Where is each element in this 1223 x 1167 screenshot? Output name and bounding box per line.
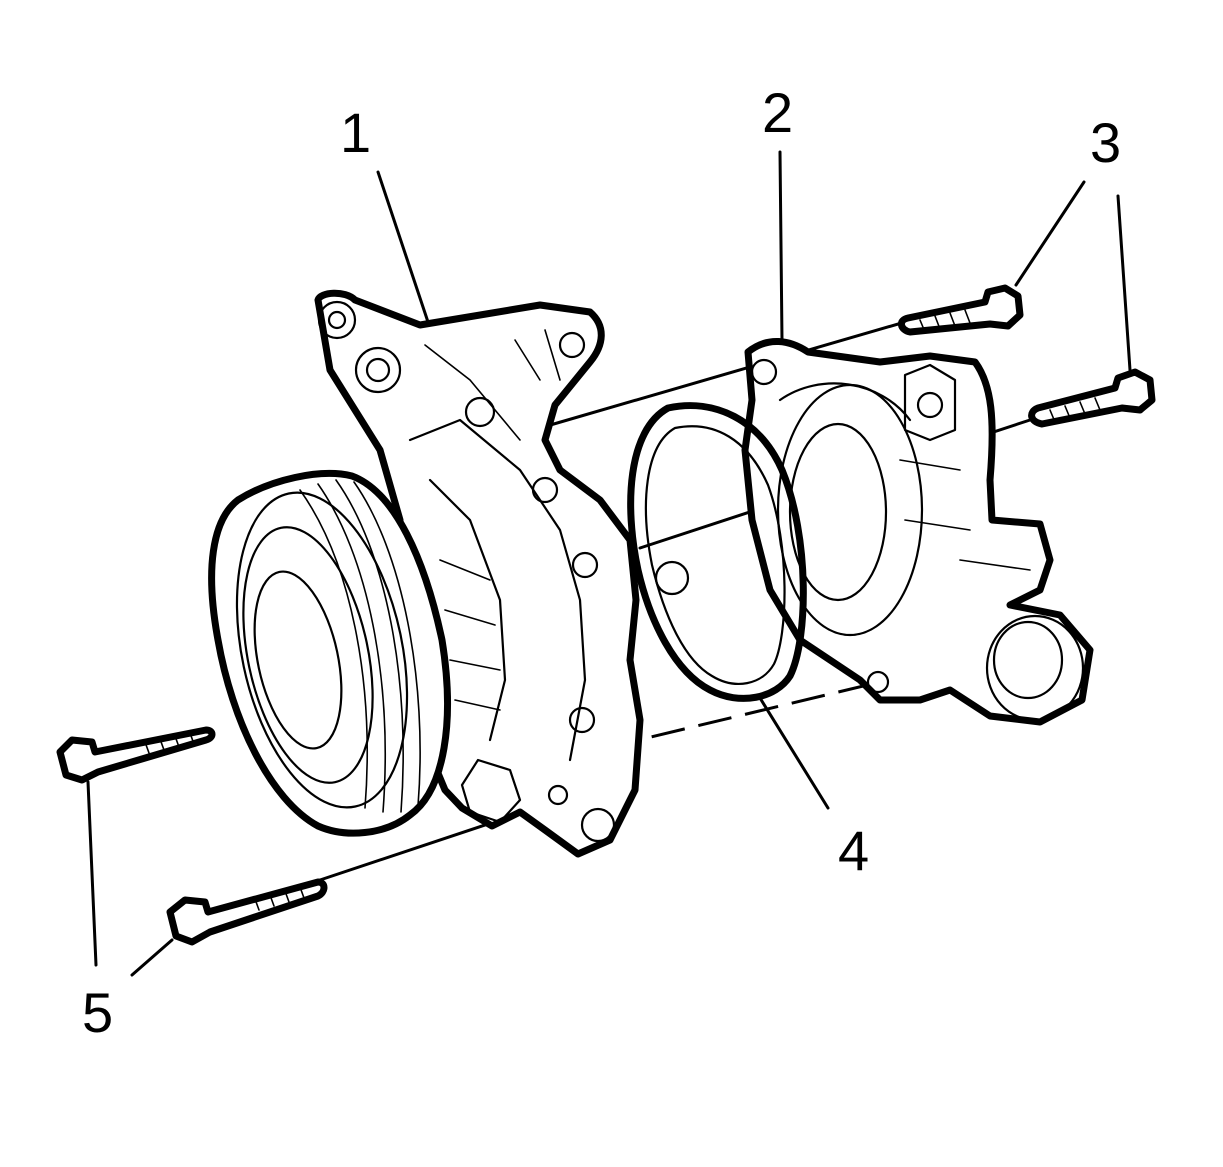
pump-body-part-1 <box>314 289 644 858</box>
seal-ring-part-4 <box>627 402 807 702</box>
callout-4: 4 <box>838 819 869 882</box>
leader-3a <box>1014 180 1086 287</box>
callout-5: 5 <box>82 981 113 1044</box>
leader-lines <box>86 150 1132 977</box>
leader-5b <box>130 938 174 977</box>
leader-4 <box>758 696 830 810</box>
bolt-part-5-lower <box>166 878 328 946</box>
bolt-part-3-lower <box>1028 368 1156 428</box>
leader-5a <box>86 780 98 967</box>
callout-2: 2 <box>762 81 793 144</box>
callout-3a: 3 <box>1090 111 1121 174</box>
leader-3b <box>1116 194 1132 372</box>
leader-1 <box>376 170 430 324</box>
leader-2 <box>778 150 784 342</box>
callouts: 1 2 3 3 4 5 <box>82 81 1121 1044</box>
bolt-part-5-upper <box>56 726 216 784</box>
pulley <box>208 470 451 837</box>
callout-1: 1 <box>340 101 371 164</box>
bolt-part-3-upper <box>898 284 1024 336</box>
housing-part-2 <box>741 337 1094 726</box>
